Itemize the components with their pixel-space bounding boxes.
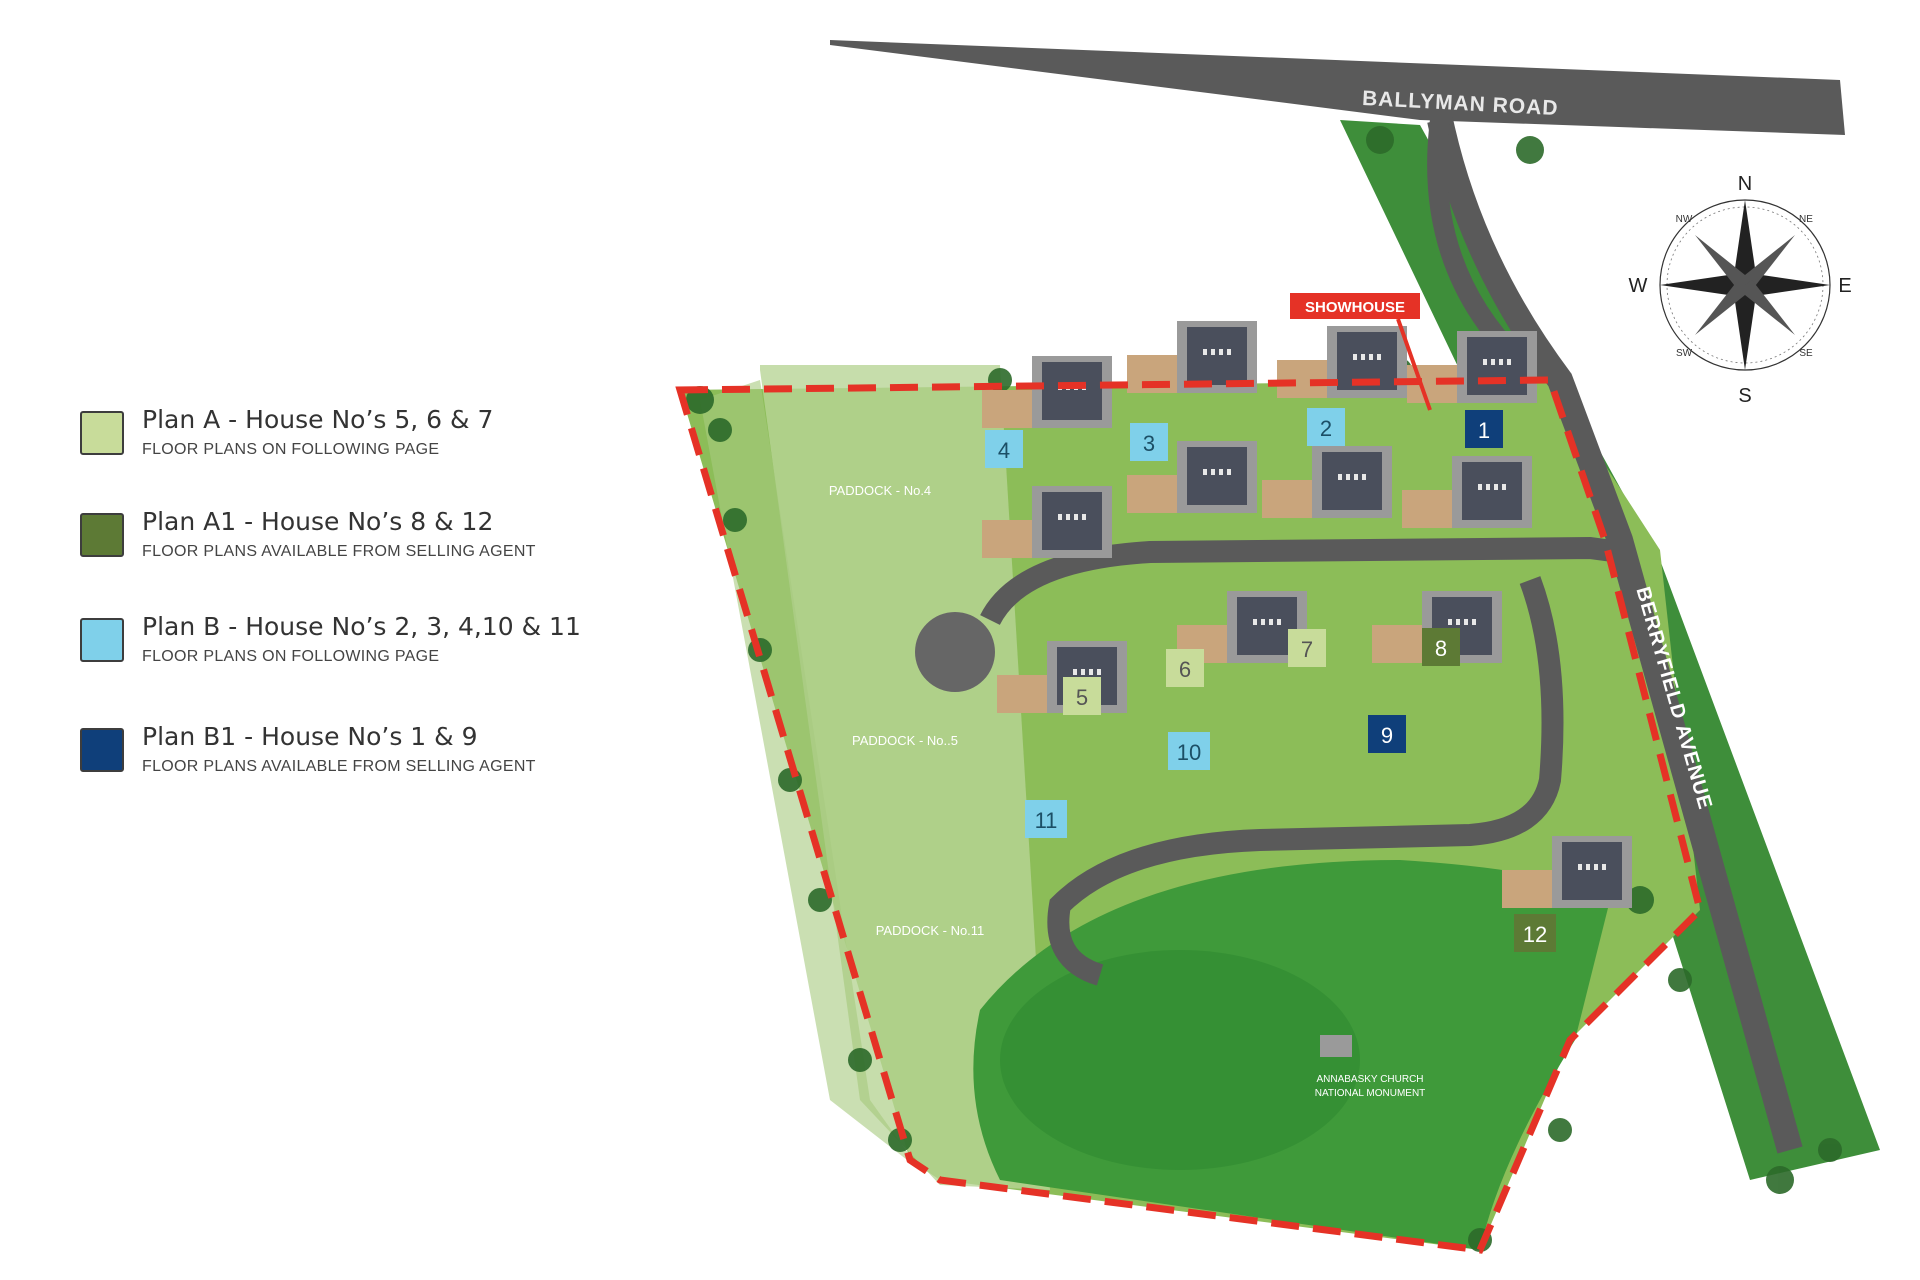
- svg-text:9: 9: [1381, 723, 1393, 748]
- showhouse-pointer: [1396, 318, 1432, 411]
- compass-rose: N S E W NE NW SE SW: [1629, 173, 1852, 407]
- compass-ne: NE: [1799, 214, 1813, 225]
- house-2[interactable]: [1277, 326, 1407, 398]
- showhouse-tag: [1290, 293, 1420, 319]
- compass-e: E: [1838, 275, 1851, 297]
- house-badge-9[interactable]: [1368, 715, 1406, 753]
- legend-title: Plan A - House No’s 5, 6 & 7: [142, 405, 494, 434]
- paddock-edge: [700, 380, 920, 1170]
- plan-a1-swatch: [80, 513, 124, 557]
- compass-sw: SW: [1676, 348, 1693, 359]
- house-badge-10[interactable]: [1168, 732, 1210, 770]
- ballyman-road: [830, 40, 1845, 135]
- svg-text:7: 7: [1301, 637, 1313, 662]
- compass-nw: NW: [1676, 214, 1693, 225]
- legend-item-plan-a1: Plan A1 - House No’s 8 & 12 FLOOR PLANS …: [72, 507, 632, 577]
- internal-road: [980, 536, 1622, 626]
- legend-title: Plan A1 - House No’s 8 & 12: [142, 507, 494, 536]
- plan-b-swatch: [80, 618, 124, 662]
- legend-subtitle: FLOOR PLANS ON FOLLOWING PAGE: [142, 648, 440, 665]
- monument: [1320, 1035, 1352, 1057]
- monument-label-line1: ANNABASKY CHURCH: [1316, 1074, 1423, 1085]
- svg-text:1: 1: [1478, 418, 1490, 443]
- svg-text:4: 4: [998, 438, 1010, 463]
- site-boundary: [675, 376, 1704, 1254]
- svg-text:10: 10: [1177, 740, 1201, 765]
- house-badge-4[interactable]: [985, 430, 1023, 468]
- showhouse-label: SHOWHOUSE: [1305, 299, 1405, 316]
- house-badges: 1 2 3 4 5 6 7 8 9 10 11 12: [985, 408, 1556, 952]
- compass-w: W: [1629, 275, 1648, 297]
- house-1[interactable]: [1407, 331, 1537, 403]
- legend-subtitle: FLOOR PLANS ON FOLLOWING PAGE: [142, 441, 440, 458]
- house-badge-7[interactable]: [1288, 629, 1326, 667]
- paddock-strip: [760, 365, 1050, 1190]
- berryfield-avenue: [1427, 117, 1803, 1154]
- house-badge-8[interactable]: [1422, 628, 1460, 666]
- house-badge-3[interactable]: [1130, 423, 1168, 461]
- legend-subtitle: FLOOR PLANS AVAILABLE FROM SELLING AGENT: [142, 758, 536, 775]
- house-4[interactable]: [982, 356, 1112, 428]
- svg-text:3: 3: [1143, 431, 1155, 456]
- house-badge-11[interactable]: [1025, 800, 1067, 838]
- compass-n: N: [1738, 173, 1752, 195]
- legend-title: Plan B1 - House No’s 1 & 9: [142, 722, 478, 751]
- monument-label-line2: NATIONAL MONUMENT: [1315, 1088, 1426, 1099]
- svg-text:5: 5: [1076, 685, 1088, 710]
- compass-se: SE: [1799, 348, 1813, 359]
- paddock-11-label: PADDOCK - No.11: [876, 923, 985, 938]
- legend-item-plan-a: Plan A - House No’s 5, 6 & 7 FLOOR PLANS…: [72, 405, 632, 475]
- house-badge-12[interactable]: [1514, 914, 1556, 952]
- house-badge-5[interactable]: [1063, 677, 1101, 715]
- svg-text:11: 11: [1035, 808, 1058, 833]
- plan-a-swatch: [80, 411, 124, 455]
- svg-text:6: 6: [1179, 657, 1191, 682]
- legend-subtitle: FLOOR PLANS AVAILABLE FROM SELLING AGENT: [142, 543, 536, 560]
- legend: Plan A - House No’s 5, 6 & 7 FLOOR PLANS…: [0, 0, 700, 1280]
- paddock-5-label: PADDOCK - No..5: [852, 733, 958, 748]
- svg-text:2: 2: [1320, 416, 1332, 441]
- legend-item-plan-b1: Plan B1 - House No’s 1 & 9 FLOOR PLANS A…: [72, 722, 632, 792]
- svg-text:12: 12: [1523, 922, 1547, 947]
- paddock-4-label: PADDOCK - No.4: [829, 483, 931, 498]
- house-badge-6[interactable]: [1166, 649, 1204, 687]
- svg-text:8: 8: [1435, 636, 1447, 661]
- turning-circle: [915, 612, 995, 692]
- compass-s: S: [1738, 385, 1751, 407]
- house-badge-1[interactable]: [1465, 410, 1503, 448]
- house-badge-2[interactable]: [1307, 408, 1345, 446]
- legend-item-plan-b: Plan B - House No’s 2, 3, 4,10 & 11 FLOO…: [72, 612, 632, 682]
- plan-b1-swatch: [80, 728, 124, 772]
- legend-title: Plan B - House No’s 2, 3, 4,10 & 11: [142, 612, 581, 641]
